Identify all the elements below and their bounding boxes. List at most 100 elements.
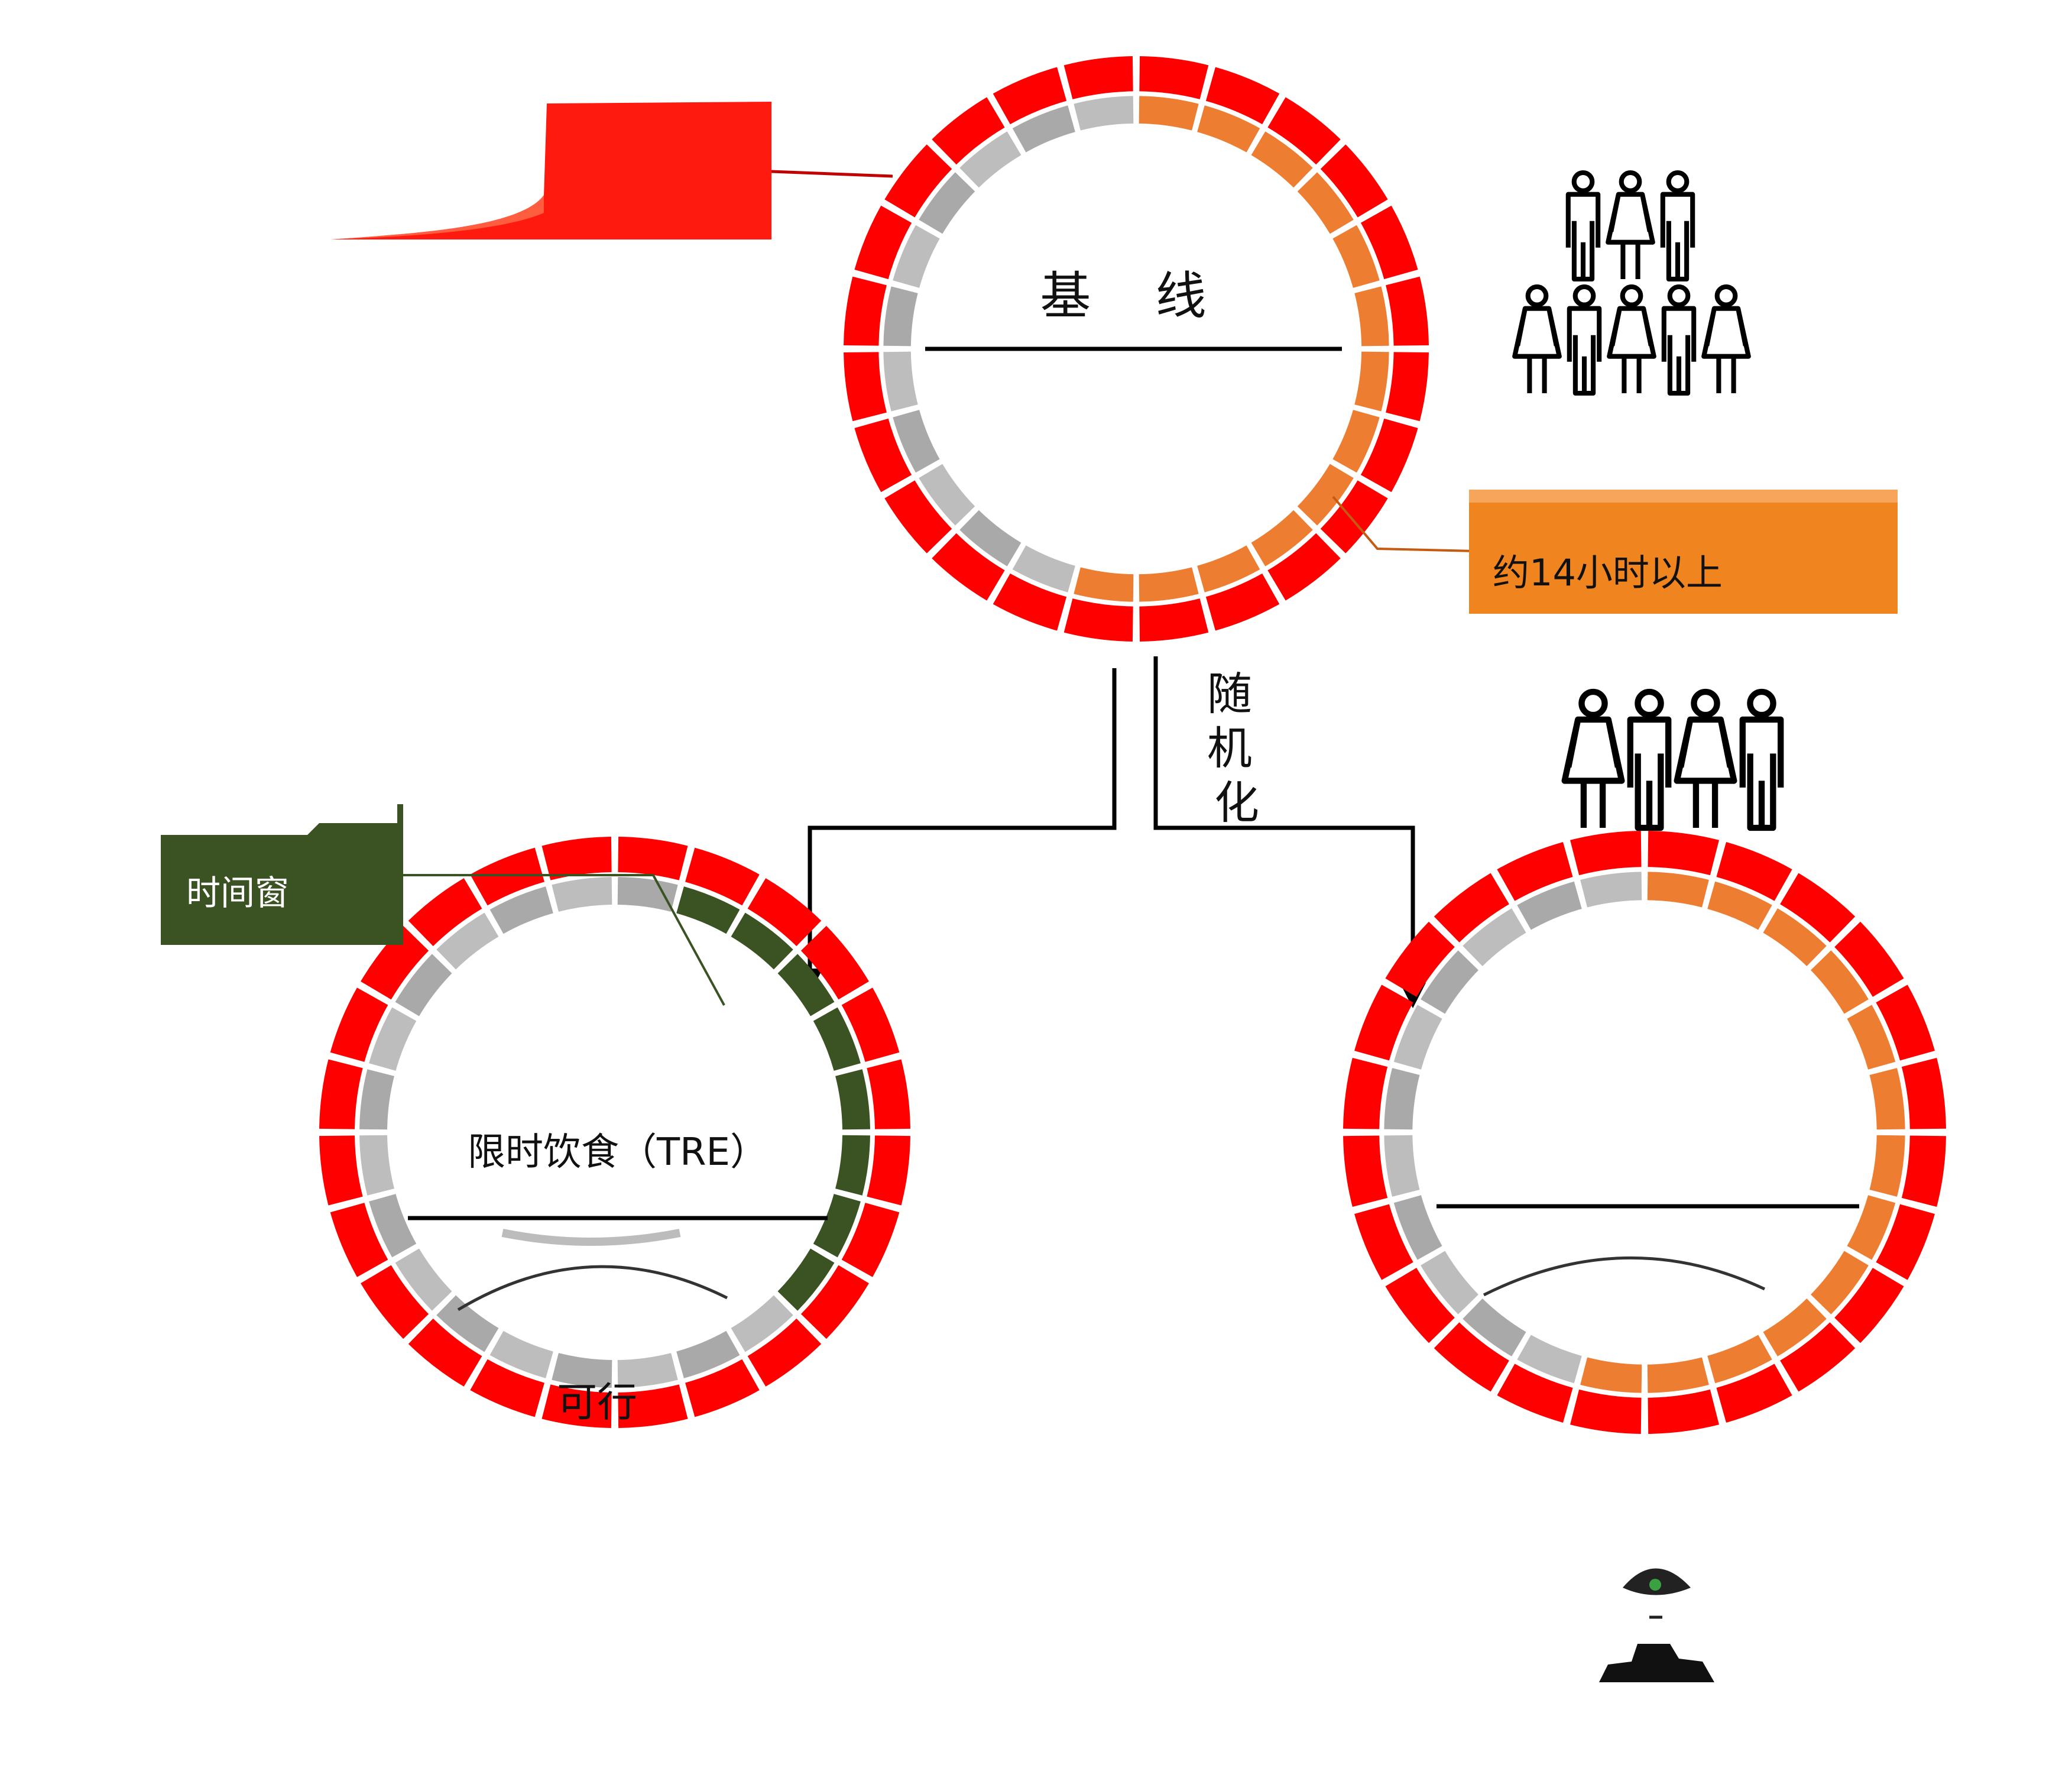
tre-inner-segment — [835, 1069, 870, 1130]
tre-inner-segment — [489, 886, 553, 934]
tre-outer-segment — [361, 1265, 429, 1339]
baseline-inner-segment — [1251, 131, 1313, 188]
baseline-inner-segment — [1297, 172, 1354, 234]
tre-inner-segment — [359, 1069, 394, 1130]
tre-inner-segment — [436, 1295, 499, 1352]
control-outer-segment — [1385, 921, 1455, 997]
baseline-title: 基 线 — [1040, 267, 1206, 326]
control-inner-segment — [1869, 1068, 1905, 1130]
baseline-outer-segment — [1139, 598, 1209, 642]
baseline-outer-segment — [1320, 144, 1388, 218]
baseline-outer-segment — [932, 97, 1005, 165]
baseline-outer-segment — [854, 205, 912, 280]
tre-inner-segment — [395, 954, 452, 1016]
tre-outer-segment — [541, 837, 612, 880]
baseline-outer-segment — [844, 352, 887, 422]
time-window-callout: 时间窗 — [161, 804, 725, 1006]
control-cycle — [1343, 831, 1946, 1434]
control-inner-segment — [1421, 950, 1478, 1014]
control-outer-segment — [1354, 985, 1413, 1061]
tre-inner-segment — [617, 1353, 678, 1388]
control-outer-segment — [1716, 1364, 1792, 1423]
baseline-outer-segment — [993, 67, 1067, 125]
baseline-inner-segment — [1139, 96, 1199, 131]
woman-icon — [1606, 170, 1655, 279]
tre-outer-segment — [408, 878, 482, 947]
man-icon — [1565, 170, 1601, 282]
tre-outer-segment — [685, 1359, 760, 1417]
tre-inner-segment — [777, 1248, 835, 1311]
control-outer-segment — [1648, 1389, 1719, 1434]
tre-outer-segment — [618, 837, 688, 880]
tre-inner-segment — [835, 1135, 870, 1196]
tre-outer-segment — [800, 925, 869, 1000]
baseline-red-callout — [331, 102, 893, 239]
baseline-inner-segment — [1332, 225, 1380, 288]
baseline-inner-segment — [1297, 464, 1354, 526]
woman-icon — [1512, 284, 1562, 393]
control-inner-segment — [1421, 1251, 1478, 1314]
baseline-outer-segment — [1267, 97, 1341, 165]
baseline-inner-segment — [1332, 410, 1380, 473]
control-inner-segment — [1647, 872, 1709, 908]
control-outer-segment — [1834, 921, 1904, 997]
baseline-inner-segment — [1074, 96, 1134, 131]
baseline-inner-segment — [893, 225, 940, 288]
control-outer-segment — [1876, 1204, 1935, 1280]
baseline-outer-segment — [1386, 276, 1429, 346]
control-outer-segment — [1901, 1135, 1946, 1207]
baseline-outer-segment — [844, 276, 887, 346]
control-inner-segment — [1869, 1135, 1905, 1197]
tre-inner-segment — [813, 1194, 861, 1258]
tre-outer-segment — [747, 878, 822, 947]
control-outer-segment — [1434, 873, 1509, 943]
tre-inner-segment — [552, 1353, 612, 1388]
control-inner-segment — [1847, 1005, 1896, 1070]
tre-inner-segment — [369, 1194, 417, 1258]
control-inner-segment — [1384, 1068, 1420, 1130]
baseline-inner-segment — [1197, 105, 1260, 153]
fasting-duration-label: 约14小时以上 — [1493, 551, 1723, 594]
baseline-outer-segment — [1139, 56, 1209, 99]
baseline-inner-segment — [1139, 567, 1199, 602]
baseline-outer-segment — [1063, 598, 1133, 642]
woman-icon — [1701, 284, 1751, 393]
feasibility-label: 可行 — [557, 1380, 637, 1426]
baseline-outer-segment — [1205, 573, 1280, 631]
control-inner-segment — [1517, 881, 1582, 930]
control-outer-segment — [1385, 1268, 1455, 1343]
control-inner-segment — [1580, 872, 1642, 908]
tre-outer-segment — [800, 1265, 869, 1339]
control-inner-segment — [1393, 1195, 1442, 1260]
control-inner-segment — [1811, 950, 1869, 1014]
control-inner-segment — [1517, 1335, 1582, 1384]
tre-title: 限时饮食（TRE） — [468, 1131, 768, 1174]
baseline-inner-segment — [883, 286, 918, 347]
baseline-outer-segment — [993, 573, 1067, 631]
baseline-outer-segment — [932, 533, 1005, 601]
baseline-inner-segment — [1197, 545, 1260, 592]
control-inner-segment — [1847, 1195, 1896, 1260]
control-inner-segment — [1393, 1005, 1442, 1070]
control-inner-segment — [1463, 908, 1526, 966]
tre-outer-segment — [470, 847, 544, 906]
control-outer-segment — [1716, 842, 1792, 901]
baseline-inner-segment — [1074, 567, 1134, 602]
baseline-inner-segment — [1251, 510, 1313, 566]
control-inner-segment — [1763, 908, 1827, 966]
control-inner-segment — [1384, 1135, 1420, 1197]
control-outer-segment — [1343, 1135, 1388, 1207]
tre-inner-segment — [436, 912, 499, 970]
fasting-duration-callout: 约14小时以上 — [1332, 490, 1898, 614]
tre-outer-segment — [470, 1359, 544, 1417]
control-inner-segment — [1580, 1357, 1642, 1393]
control-footer-icons — [1599, 1568, 1714, 1682]
man-icon — [1660, 170, 1695, 282]
man-icon — [1627, 688, 1672, 831]
control-outer-segment — [1648, 831, 1719, 876]
randomization-label: 随 机 化 — [1207, 668, 1266, 829]
tre-inner-segment — [676, 1330, 740, 1378]
arrow-to-control — [1153, 656, 1415, 985]
man-icon — [1739, 688, 1784, 831]
baseline-inner-segment — [1012, 545, 1075, 592]
